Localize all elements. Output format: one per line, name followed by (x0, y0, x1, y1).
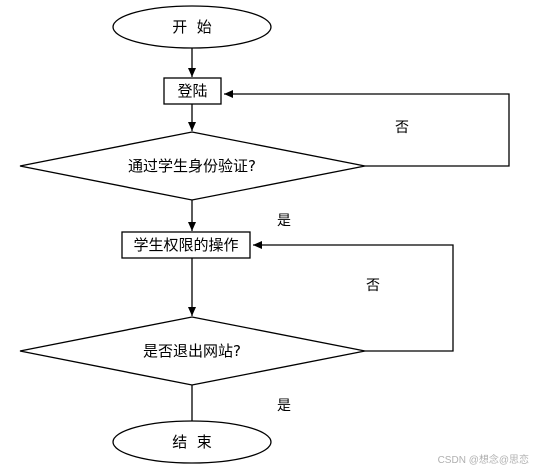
login-node: 登陆 (163, 77, 222, 105)
end-node: 结 束 (112, 420, 272, 464)
exit-decision-node: 是否退出网站? (19, 316, 366, 386)
verify-decision-label: 通过学生身份验证? (128, 157, 256, 175)
student-operations-node: 学生权限的操作 (121, 231, 251, 259)
verify-yes-label: 是 (277, 213, 291, 229)
login-label: 登陆 (177, 82, 207, 100)
verify-no-label: 否 (395, 120, 409, 136)
verify-decision-node: 通过学生身份验证? (19, 131, 366, 201)
student-operations-label: 学生权限的操作 (133, 236, 238, 254)
arrow-exit-no-loop (253, 241, 454, 352)
exit-decision-label: 是否退出网站? (143, 342, 241, 360)
watermark-text: CSDN @想念@思恋 (438, 453, 529, 466)
exit-no-label: 否 (366, 278, 380, 294)
end-label: 结 束 (172, 433, 212, 451)
start-label: 开 始 (172, 18, 212, 36)
arrow-verify-no-loop (224, 90, 510, 167)
exit-yes-label: 是 (277, 398, 291, 414)
start-node: 开 始 (112, 5, 272, 49)
